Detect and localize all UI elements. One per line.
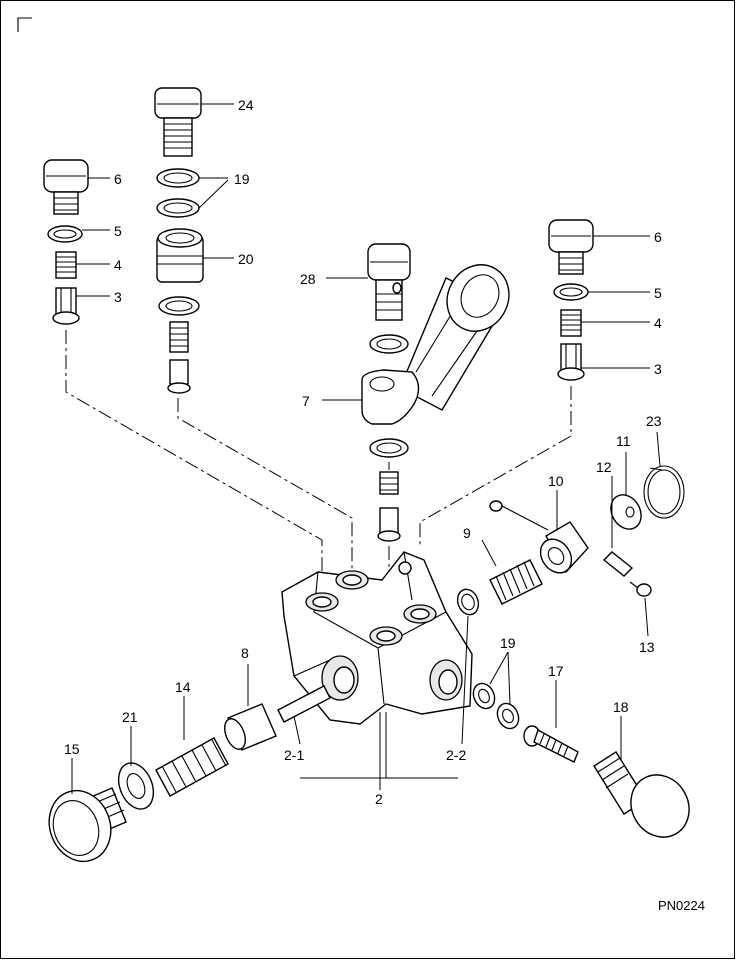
callout-9: 9: [463, 525, 471, 541]
part-5-oring-right: [553, 283, 589, 301]
part-10-sleeve: [539, 521, 589, 574]
callout-6-right: 6: [654, 229, 662, 245]
part-4-spring-left: [55, 251, 77, 279]
callout-3-right: 3: [654, 361, 662, 377]
callout-24: 24: [238, 97, 254, 113]
callout-7: 7: [302, 393, 310, 409]
callout-5-right: 5: [654, 285, 662, 301]
callout-3-left: 3: [114, 289, 122, 305]
part-13-screw: [629, 581, 652, 597]
part-11-collar: [610, 494, 642, 530]
callout-28: 28: [300, 271, 316, 287]
part-12-pin: [602, 551, 634, 577]
callout-10: 10: [548, 473, 564, 489]
callout-2: 2: [375, 791, 383, 807]
callout-4-left: 4: [114, 257, 122, 273]
part-20-fitting: [156, 228, 204, 316]
part-28-banjo-bolt: [367, 243, 411, 321]
part-28-washer: [369, 334, 409, 354]
part-6-plug-right: [548, 219, 594, 275]
part-4-spring-right: [560, 309, 582, 337]
callout-labels: 24 19 20 6 5 4 3 28 7 6 5 4 3 23 11 12 1…: [64, 97, 705, 913]
callout-20: 20: [238, 251, 254, 267]
callout-4-right: 4: [654, 315, 662, 331]
part-8-sleeve: [224, 703, 277, 751]
callout-17: 17: [548, 663, 564, 679]
part-5-oring-left: [47, 225, 83, 243]
callout-6-left: 6: [114, 171, 122, 187]
part-14-spring: [155, 737, 229, 797]
part-10-pin: [489, 500, 549, 531]
callout-19-lower: 19: [500, 635, 516, 651]
part-2-2-oring: [456, 588, 480, 616]
callout-18: 18: [613, 699, 629, 715]
part-3-poppet-right: [557, 343, 585, 381]
callout-5-left: 5: [114, 223, 122, 239]
callout-8: 8: [241, 645, 249, 661]
callout-2-2: 2-2: [446, 747, 466, 763]
part-9-spring: [489, 559, 543, 605]
part-15-plug: [48, 787, 127, 863]
part-3-poppet-left: [52, 287, 80, 325]
leader-lines: [71, 103, 661, 794]
part-24-bolt: [154, 87, 202, 157]
callout-15: 15: [64, 741, 80, 757]
part-7-lower-washer-spring: [369, 438, 409, 542]
callout-14: 14: [175, 679, 191, 695]
callout-2-1: 2-1: [284, 747, 304, 763]
part-23-snap-ring: [643, 465, 685, 519]
part-7-banjo-pipe: [361, 264, 510, 425]
callout-11: 11: [616, 433, 631, 449]
part-20-spring-plug: [167, 321, 191, 394]
part-6-plug-left: [43, 159, 89, 215]
part-18-plug: [593, 751, 690, 838]
drawing-code: PN0224: [658, 898, 705, 913]
callout-21: 21: [122, 709, 138, 725]
part-19-washers-upper: [156, 168, 200, 218]
assembly-lines: [65, 330, 572, 600]
part-17-needle-valve: [523, 725, 579, 763]
callout-13: 13: [639, 639, 655, 655]
part-2-valve-body: [281, 551, 473, 725]
corner-mark: [17, 17, 32, 32]
part-2-1-spool: [277, 685, 331, 723]
part-21-washer: [117, 762, 155, 810]
callout-23: 23: [646, 413, 662, 429]
part-19-washers-lower: [472, 682, 520, 730]
callout-12: 12: [596, 459, 612, 475]
callout-19-upper: 19: [234, 171, 250, 187]
